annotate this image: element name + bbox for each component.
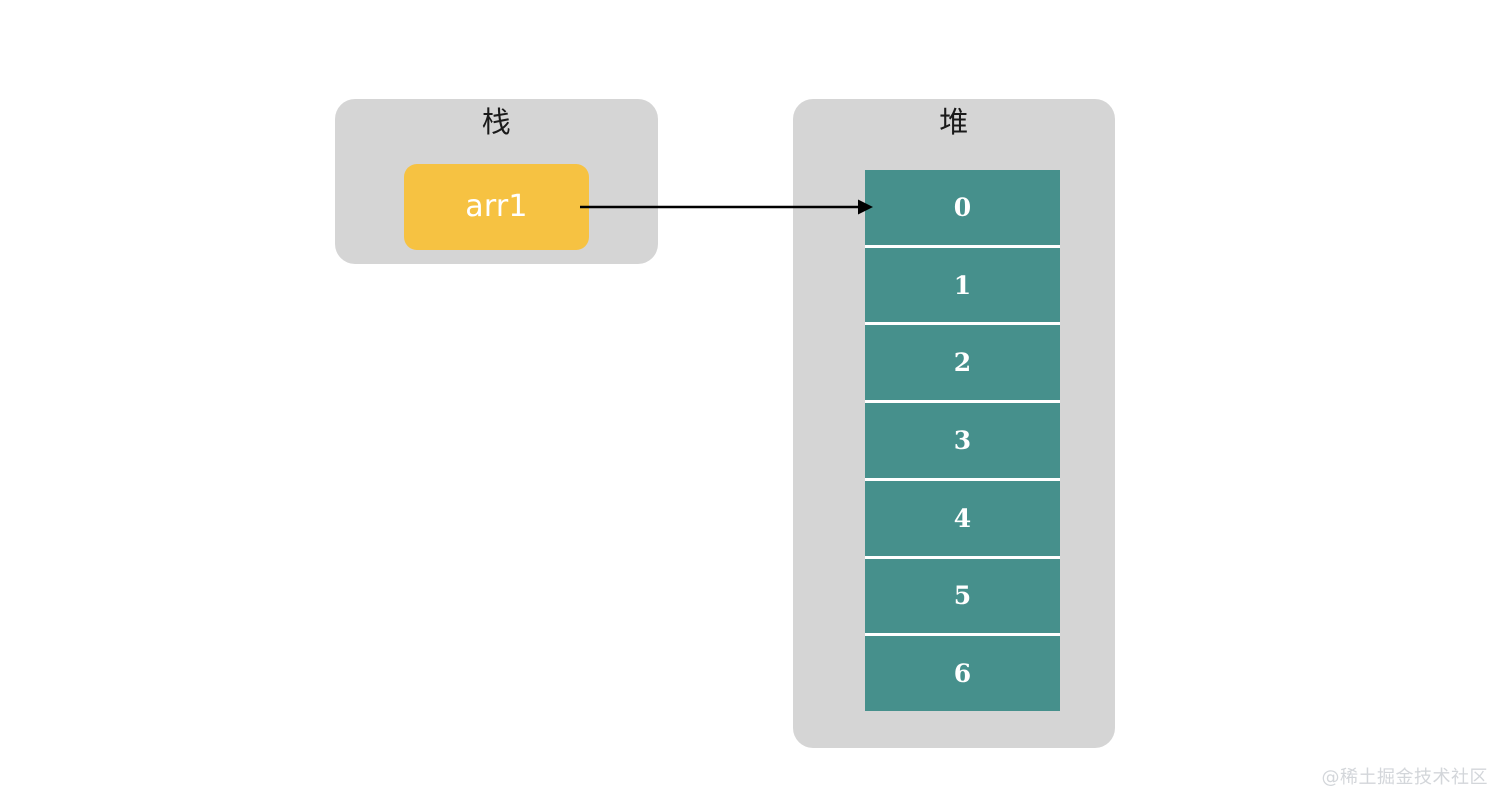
heap-array-block: 0 1 2 3 4 5 6 — [865, 170, 1060, 711]
heap-array-cell[interactable]: 3 — [865, 400, 1060, 478]
heap-array-cell[interactable]: 0 — [865, 170, 1060, 245]
heap-array-cell-value: 2 — [953, 348, 972, 378]
heap-array-cell[interactable]: 4 — [865, 477, 1060, 556]
heap-array-cell[interactable]: 6 — [865, 633, 1060, 711]
heap-array-cell-value: 3 — [953, 426, 972, 456]
stack-variable-box[interactable]: arr1 — [404, 164, 589, 250]
heap-array-cell[interactable]: 1 — [865, 244, 1060, 323]
heap-array-cell-value: 5 — [953, 581, 972, 611]
reference-arrow-icon — [580, 199, 873, 215]
heap-array-cell-value: 4 — [953, 503, 972, 533]
stack-variable-label: arr1 — [465, 189, 528, 224]
heap-array-cell-value: 1 — [953, 270, 972, 300]
heap-array-cell[interactable]: 2 — [865, 322, 1060, 400]
stack-region-title: 栈 — [481, 105, 512, 139]
heap-array-cell-value: 0 — [953, 192, 972, 222]
reference-arrow-head — [858, 199, 873, 215]
watermark-text: @稀土掘金技术社区 — [1321, 767, 1488, 788]
heap-region-title: 堆 — [939, 105, 969, 139]
heap-array-cell[interactable]: 5 — [865, 555, 1060, 634]
heap-array-cell-value: 6 — [953, 659, 972, 689]
